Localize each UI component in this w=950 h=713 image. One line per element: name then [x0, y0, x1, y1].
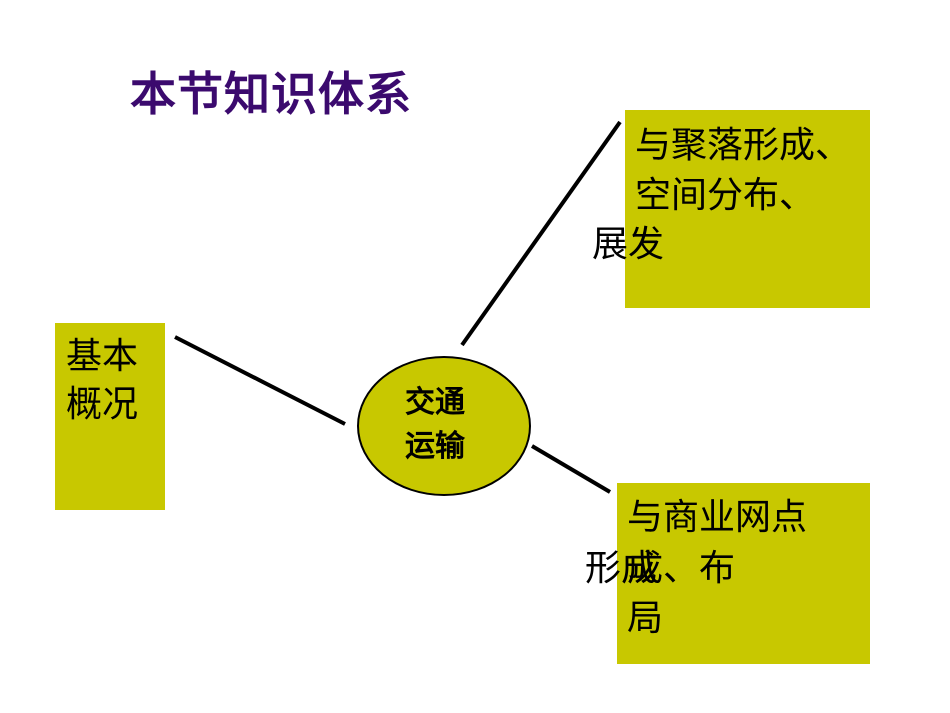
left-node-label-1: 基本 [66, 336, 139, 377]
top-right-node-label-3: 展发 [592, 224, 665, 265]
connector-bottom-right [530, 444, 612, 494]
hub-node-label-2: 运输 [405, 429, 465, 464]
top-right-node-label-2: 空间分布、 [635, 175, 816, 216]
top-right-node-label-1: 与聚落形成、 [635, 125, 852, 166]
connector-left [174, 335, 346, 426]
bottom-right-node-label-3: 局 [627, 598, 664, 639]
left-node-label-2: 概况 [66, 384, 139, 425]
bottom-right-node-box [617, 483, 870, 664]
hub-node-label-1: 交通 [405, 385, 465, 420]
bottom-right-node-label-2: 形成 [585, 548, 658, 589]
left-node-box [55, 323, 165, 510]
slide-title: 本节知识体系 [130, 67, 412, 121]
bottom-right-node-label-1: 与商业网点 [627, 497, 808, 538]
connector-top-right [460, 120, 622, 347]
top-right-node-box [625, 110, 870, 308]
hub-node-ellipse [357, 356, 531, 496]
bottom-right-node-label-2b: 成、布 [627, 548, 736, 589]
